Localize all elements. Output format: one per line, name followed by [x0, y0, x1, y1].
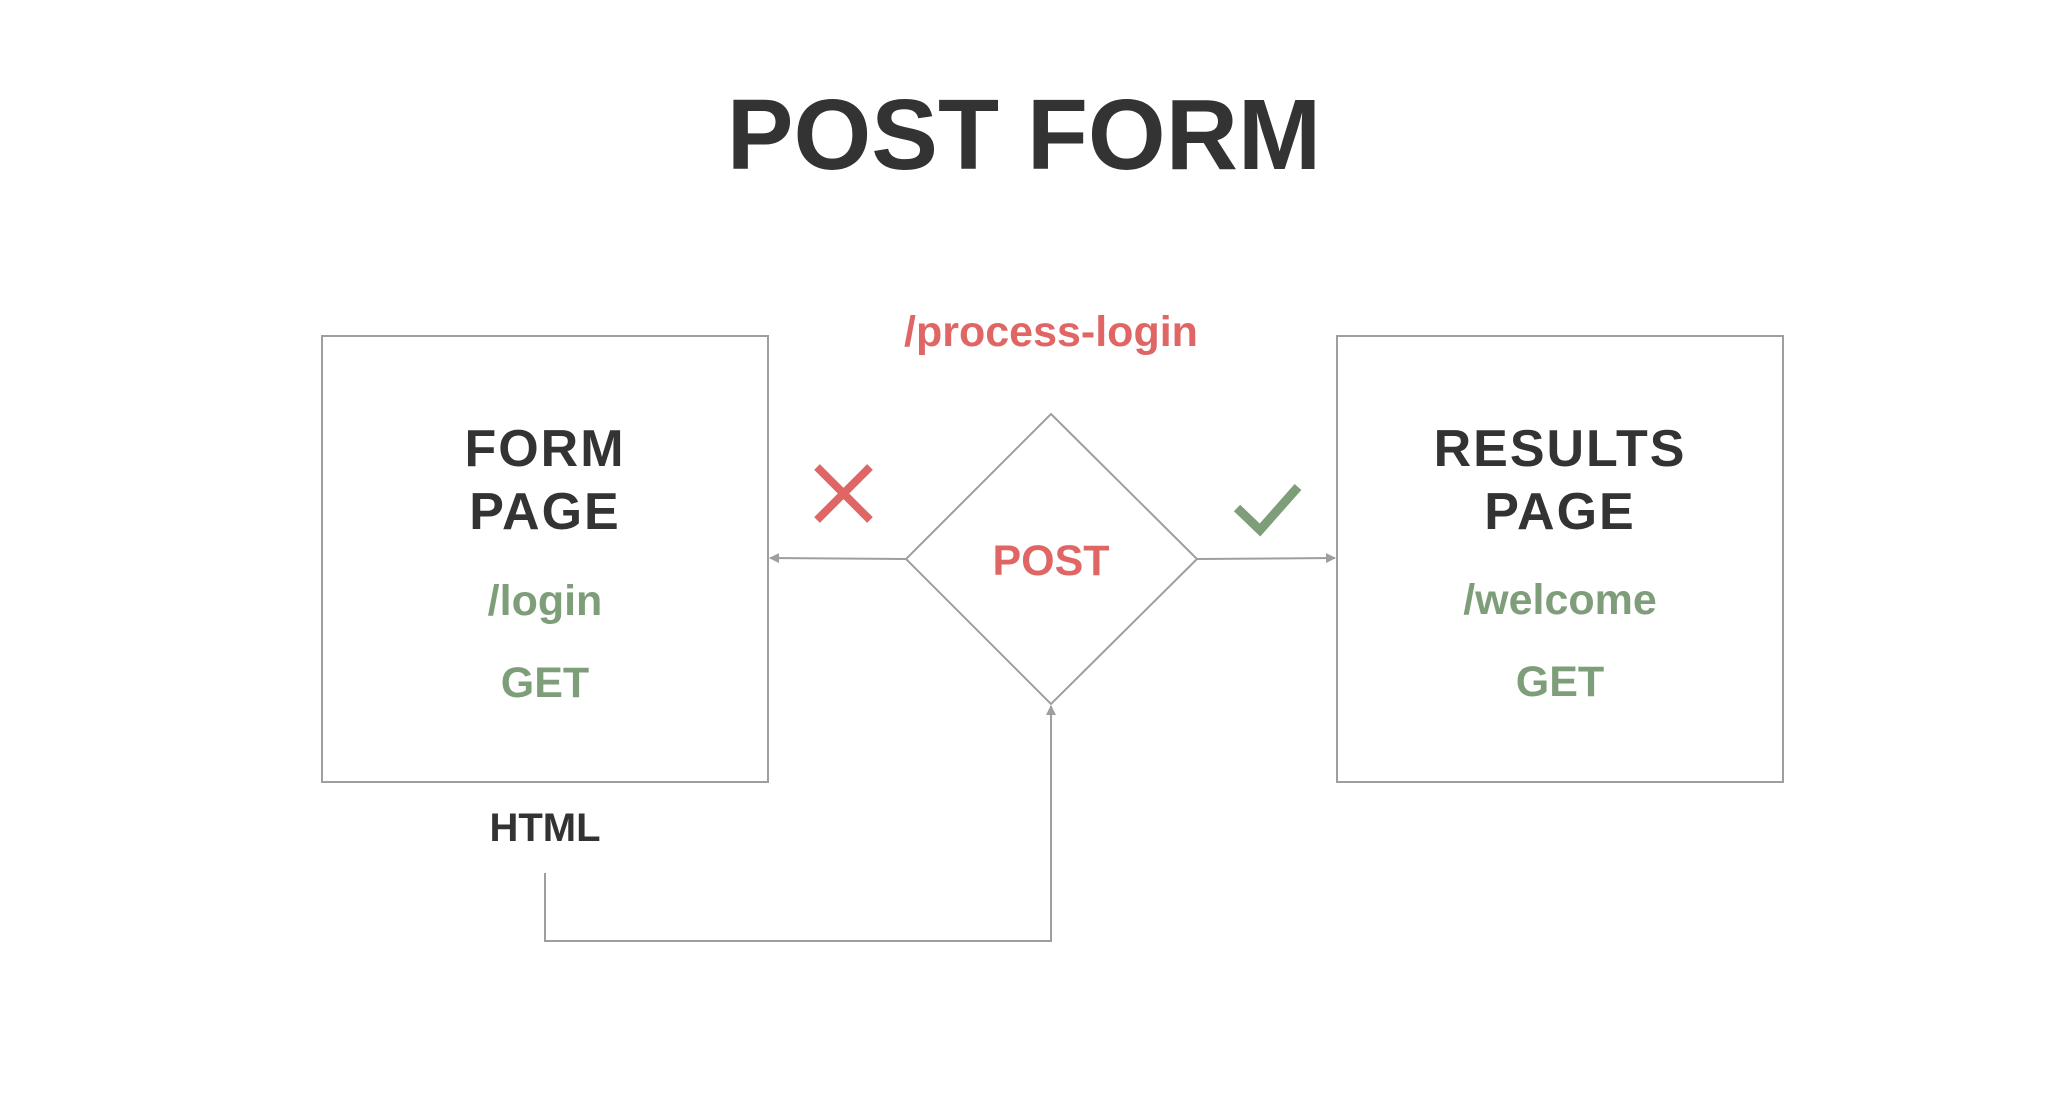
decision-route: /process-login	[904, 308, 1198, 356]
success-arrow	[1196, 553, 1336, 564]
form-page-route: /login	[488, 577, 603, 625]
cross-icon	[814, 464, 873, 523]
submit-path	[544, 705, 1056, 942]
form-page-box	[321, 335, 769, 783]
form-page-title-line1: FORM	[464, 420, 625, 478]
form-page-caption: HTML	[489, 806, 600, 850]
results-page-box	[1336, 335, 1784, 783]
check-icon	[1233, 484, 1302, 537]
results-page-title-line2: PAGE	[1484, 483, 1636, 541]
results-page-route: /welcome	[1463, 576, 1657, 624]
form-page-title-line2: PAGE	[469, 483, 621, 541]
diagram-title: POST FORM	[727, 79, 1321, 191]
decision-method: POST	[992, 537, 1109, 585]
fail-arrow	[769, 553, 907, 564]
decision-diamond	[904, 412, 1199, 706]
results-page-title-line1: RESULTS	[1434, 420, 1687, 478]
results-page-method: GET	[1516, 658, 1604, 706]
form-page-method: GET	[501, 659, 589, 707]
